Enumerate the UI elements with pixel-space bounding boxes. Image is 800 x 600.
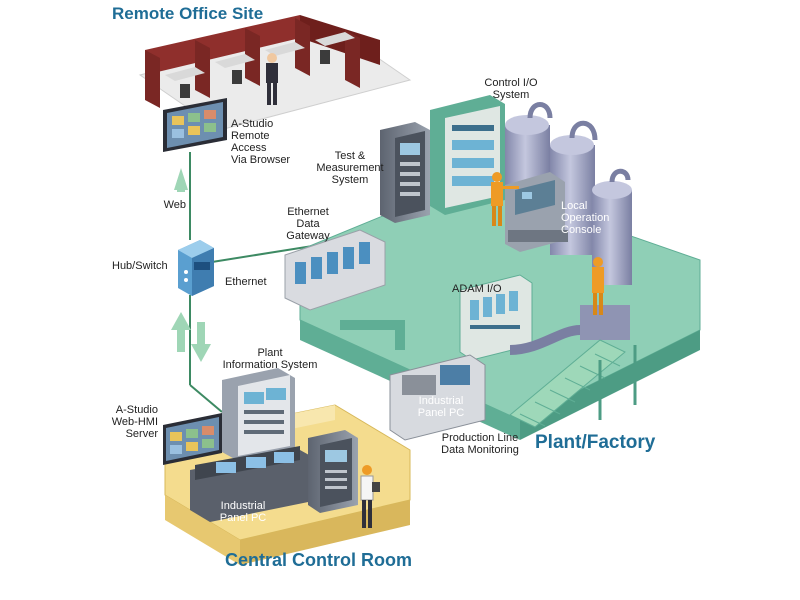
remote-office-title: Remote Office Site [112, 4, 264, 23]
plant-factory-title: Plant/Factory [535, 432, 656, 453]
a-studio-server-label: A-Studio Web-HMI Server [111, 404, 158, 440]
a-studio-remote-label: A-Studio Remote Access Via Browser [231, 118, 291, 166]
adam-io-cabinet-icon [459, 274, 533, 361]
local-operation-console-icon [505, 172, 568, 252]
remote-browser-monitor-icon [163, 98, 227, 152]
web-up-arrow-icon [174, 168, 188, 192]
industrial-panel-pc-control-icon [190, 446, 318, 522]
test-measurement-label: Test & Measurement System [316, 150, 384, 186]
web-label: Web [163, 199, 186, 211]
industrial-panel-pc-control-label: Industrial Panel PC [219, 500, 267, 524]
plant-information-label: Plant Information System [222, 347, 318, 371]
ethernet-data-gateway-icon [284, 229, 386, 311]
control-up-arrow-icon [171, 312, 191, 352]
plant-information-rack-icon [222, 368, 295, 462]
worker-icon [592, 257, 604, 315]
worker-icon [360, 465, 380, 528]
hub-switch-icon [178, 240, 214, 296]
ethernet-label: Ethernet [225, 276, 267, 288]
plant-factory-area [284, 95, 701, 441]
central-control-room-area [163, 368, 411, 565]
worker-icon [491, 172, 519, 226]
ethernet-gateway-label: Ethernet Data Gateway [286, 206, 330, 242]
industrial-panel-pc-plant-icon [389, 354, 486, 441]
control-down-arrow-icon [191, 322, 211, 362]
production-line-label: Production Line Data Monitoring [441, 432, 519, 456]
server-cabinet-icon [308, 430, 358, 513]
local-operation-label: Local Operation Console [561, 200, 610, 236]
industrial-panel-pc-plant-label: Industrial Panel PC [417, 395, 465, 419]
test-measurement-rack-icon [380, 122, 430, 223]
control-io-cabinet-icon [430, 95, 505, 215]
central-control-title: Central Control Room [225, 550, 412, 570]
control-io-label: Control I/O System [484, 77, 538, 101]
staircase-icon [509, 339, 637, 428]
hub-switch-label: Hub/Switch [112, 260, 168, 272]
adam-io-label: ADAM I/O [452, 283, 502, 295]
server-monitor-icon [163, 413, 222, 465]
office-worker-icon [266, 53, 278, 105]
